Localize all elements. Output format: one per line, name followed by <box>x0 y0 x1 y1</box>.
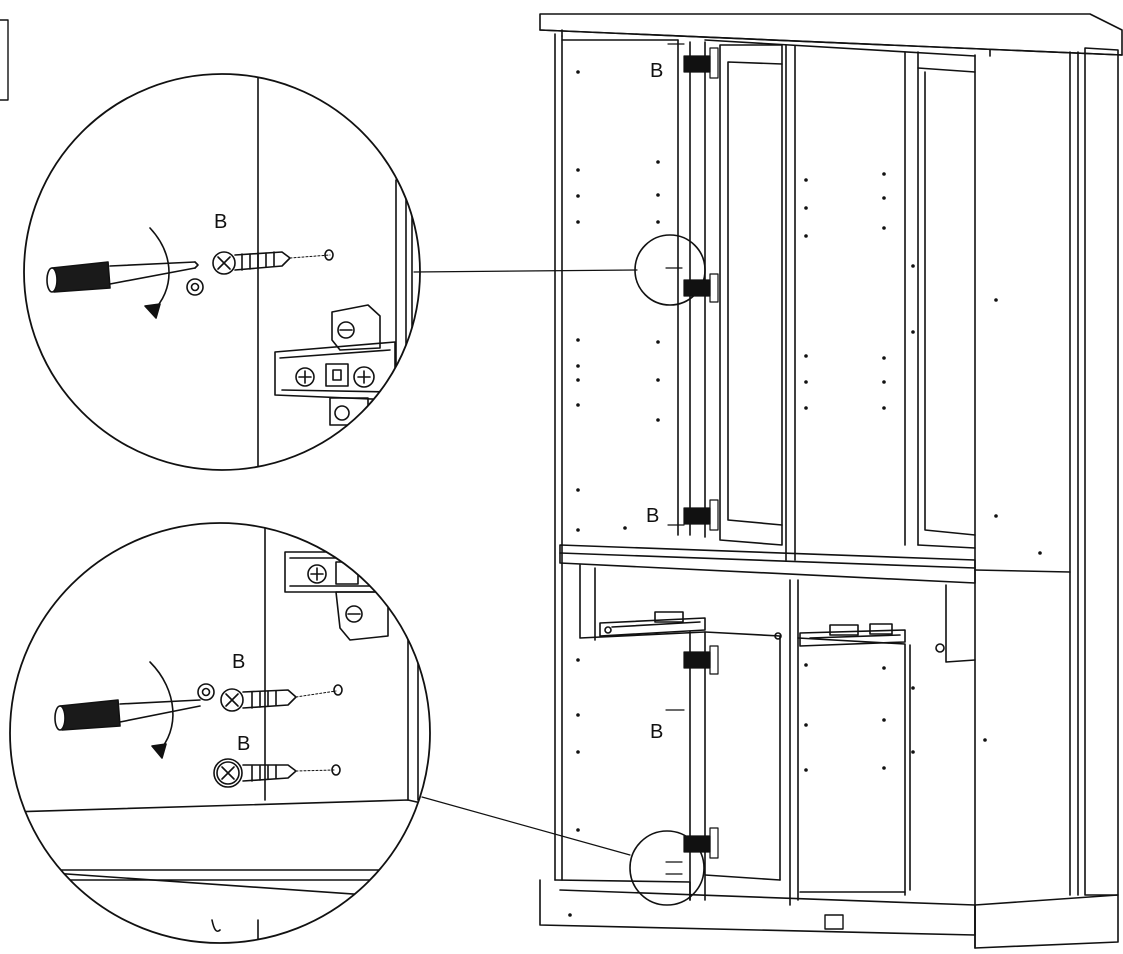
mounting-hole <box>576 220 580 224</box>
cabinet <box>539 13 1123 949</box>
detail-callout-upper: B <box>23 73 421 471</box>
mounting-hole <box>804 723 808 727</box>
leg-leveler <box>824 914 844 930</box>
mounting-hole <box>656 340 660 344</box>
drawer-runner-right <box>774 623 945 653</box>
mounting-hole <box>804 406 808 410</box>
mounting-hole <box>882 666 886 670</box>
mounting-hole <box>804 380 808 384</box>
screw-label: B <box>646 505 659 527</box>
mounting-hole <box>994 298 998 302</box>
mounting-hole <box>576 528 580 532</box>
washer-icon <box>186 278 204 296</box>
screw-icon <box>213 758 297 788</box>
mounting-hole <box>568 913 572 917</box>
screw-icon <box>212 251 291 275</box>
screw-label: B <box>232 651 245 673</box>
hinge-icon <box>284 551 401 641</box>
screw-icon <box>220 688 297 712</box>
mounting-hole <box>804 768 808 772</box>
drawer-runner-left <box>599 611 706 637</box>
mounting-hole <box>576 403 580 407</box>
screwdriver-icon <box>46 261 199 293</box>
mounting-hole <box>911 686 915 690</box>
zoom-ring-lower <box>629 830 705 906</box>
mounting-hole <box>656 160 660 164</box>
mounting-hole <box>623 526 627 530</box>
mounting-hole <box>656 193 660 197</box>
mounting-hole <box>576 658 580 662</box>
mounting-hole <box>882 406 886 410</box>
mounting-hole <box>804 178 808 182</box>
screw-label: B <box>214 211 227 233</box>
mounting-hole <box>576 713 580 717</box>
hinge-icon <box>683 273 719 303</box>
hinge-icons <box>683 47 719 859</box>
mounting-hole <box>882 196 886 200</box>
mounting-hole <box>576 488 580 492</box>
mounting-hole <box>882 356 886 360</box>
mounting-hole <box>804 234 808 238</box>
hinge-icon <box>683 499 719 531</box>
rotate-arrow-icon <box>149 661 174 753</box>
cabinet-top <box>539 13 1123 56</box>
mounting-hole <box>804 663 808 667</box>
mounting-hole <box>882 380 886 384</box>
hinge-icon <box>683 47 719 79</box>
mounting-hole <box>656 378 660 382</box>
screw-label: B <box>237 733 250 755</box>
mounting-hole <box>1038 551 1042 555</box>
mounting-hole <box>911 750 915 754</box>
hinge-icon <box>683 827 719 859</box>
mounting-hole <box>911 330 915 334</box>
mounting-hole <box>576 338 580 342</box>
mounting-hole <box>576 70 580 74</box>
mounting-hole <box>882 226 886 230</box>
upper-left-door-frame <box>719 44 783 546</box>
washer-icon <box>197 683 215 701</box>
mounting-hole <box>882 766 886 770</box>
mounting-hole <box>576 364 580 368</box>
middle-shelf <box>559 544 976 584</box>
leader-line-lower <box>421 796 631 856</box>
mounting-hole <box>882 718 886 722</box>
mounting-hole <box>576 378 580 382</box>
rotate-arrow-icon <box>149 227 170 313</box>
mounting-hole <box>656 418 660 422</box>
hinge-icon <box>683 645 719 675</box>
mounting-holes <box>568 70 1042 917</box>
hinge-icon <box>274 304 396 426</box>
detail-callout-lower: B B <box>9 522 431 944</box>
mounting-hole <box>576 168 580 172</box>
mounting-hole <box>576 828 580 832</box>
mounting-hole <box>882 172 886 176</box>
mounting-hole <box>983 738 987 742</box>
screw-label: B <box>650 60 663 82</box>
screw-label: B <box>650 721 663 743</box>
mounting-hole <box>804 206 808 210</box>
right-side-panel <box>1084 47 1119 896</box>
leader-line-upper <box>413 269 638 273</box>
mounting-hole <box>994 514 998 518</box>
mounting-hole <box>656 220 660 224</box>
mounting-hole <box>576 750 580 754</box>
screwdriver-icon <box>54 699 201 731</box>
mounting-hole <box>911 264 915 268</box>
mounting-hole <box>576 194 580 198</box>
mounting-hole <box>804 354 808 358</box>
corner-mark <box>0 19 9 101</box>
